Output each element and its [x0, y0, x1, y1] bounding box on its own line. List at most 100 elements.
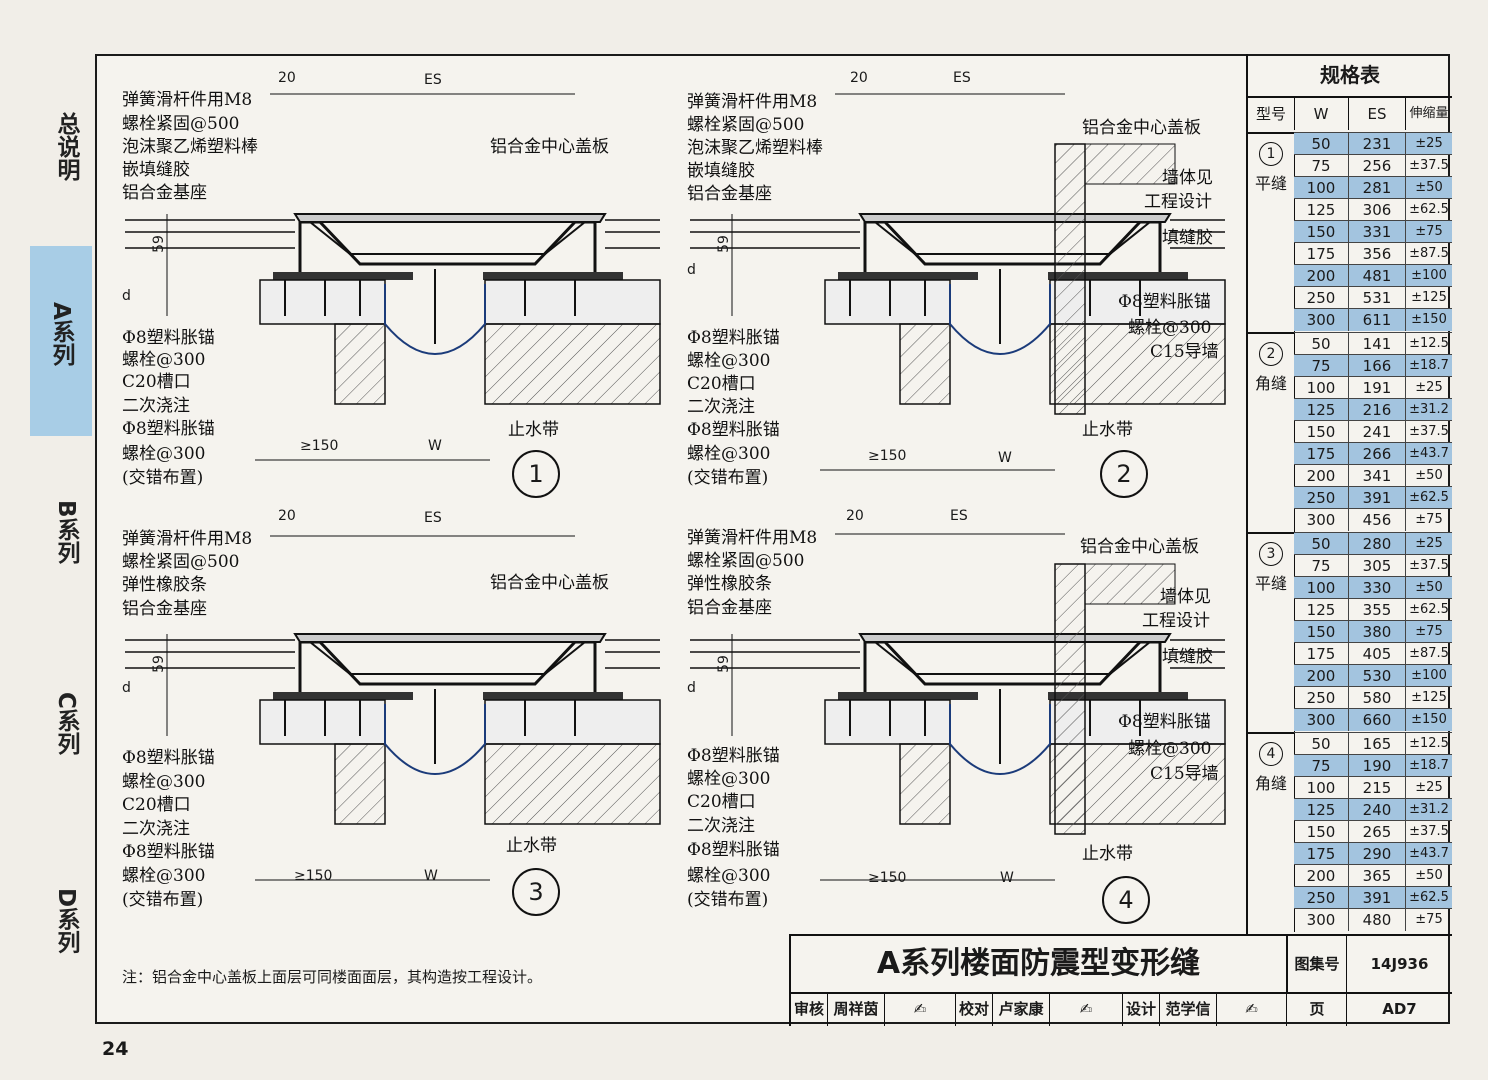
nav-series-d[interactable]: D系列: [40, 888, 92, 959]
label-wall-2: 工程设计: [1144, 192, 1212, 212]
cell-tolerance: ±62.5: [1409, 490, 1449, 505]
spec-header-w: W: [1294, 98, 1349, 130]
detail-number: 3: [512, 868, 560, 916]
cell-w: 125: [1294, 799, 1349, 821]
detail-2-graphic: [688, 143, 1227, 415]
label-anchor: Φ8塑料胀锚: [687, 328, 780, 348]
sheet-page-number: AD7: [1382, 1000, 1417, 1018]
cell-tolerance: ±62.5: [1409, 202, 1449, 217]
label-guide-wall: C15导墙: [1150, 342, 1219, 362]
nav-series-c[interactable]: C系列: [40, 692, 92, 761]
cell-tolerance: ±87.5: [1409, 246, 1449, 261]
cell-w: 200: [1294, 865, 1349, 887]
label-staggered: (交错布置): [122, 468, 204, 488]
group-name: 平缝: [1254, 174, 1287, 193]
cell-w: 300: [1294, 309, 1349, 331]
label-anchor: Φ8塑料胀锚: [122, 328, 215, 348]
label-wall-anchor: Φ8塑料胀锚: [1118, 712, 1211, 732]
cell-w: 100: [1294, 777, 1349, 799]
cell-es: 166: [1349, 355, 1406, 377]
cell-tolerance: ±100: [1411, 268, 1447, 283]
label-wall-bolt: 螺栓@300: [1128, 739, 1212, 759]
designer-name: 范学信: [1160, 994, 1217, 1026]
group-number: 2: [1259, 342, 1283, 366]
cell-tolerance: ±100: [1411, 668, 1447, 683]
label-anchor: Φ8塑料胀锚: [122, 748, 215, 768]
cell-w: 75: [1294, 155, 1349, 177]
cell-es: 580: [1349, 687, 1406, 709]
spec-header-es: ES: [1349, 98, 1406, 130]
group-name: 平缝: [1254, 574, 1287, 593]
cell-es: 391: [1349, 887, 1406, 909]
cell-tolerance: ±37.5: [1409, 158, 1449, 173]
cell-w: 75: [1294, 755, 1349, 777]
label-center-plate: 铝合金中心盖板: [1080, 537, 1199, 557]
dim-d: d: [122, 680, 131, 696]
label-second-pour: 二次浇注: [122, 396, 190, 416]
cell-tolerance: ±50: [1415, 868, 1443, 883]
nav-series-a[interactable]: A系列: [30, 246, 92, 436]
cell-w: 125: [1294, 399, 1349, 421]
nav-series-b[interactable]: B系列: [40, 500, 92, 570]
label-rubber-strip: 弹性橡胶条: [122, 575, 207, 595]
dim-d: d: [122, 288, 131, 304]
cell-w: 75: [1294, 355, 1349, 377]
atlas-number: 14J936: [1347, 936, 1452, 994]
detail-1-graphic: [123, 212, 662, 406]
cell-es: 611: [1349, 309, 1406, 331]
label-sealant: 嵌填缝胶: [687, 161, 755, 181]
label-c20: C20槽口: [122, 795, 191, 815]
spec-header-type: 型号: [1248, 98, 1295, 130]
label-wall-1: 墙体见: [1160, 587, 1211, 607]
label-fill-sealant: 填缝胶: [1162, 647, 1213, 667]
cell-es: 530: [1349, 665, 1406, 687]
label-fill-sealant: 填缝胶: [1162, 228, 1213, 248]
detail-number: 1: [512, 450, 560, 498]
label-base: 铝合金基座: [687, 598, 772, 618]
label-staggered: (交错布置): [687, 890, 769, 910]
cell-es: 355: [1349, 599, 1406, 621]
nav-c-label: C系列: [53, 692, 79, 755]
label-guide-wall: C15导墙: [1150, 764, 1219, 784]
cell-tolerance: ±150: [1411, 312, 1447, 327]
cell-es: 290: [1349, 843, 1406, 865]
cell-es: 215: [1349, 777, 1406, 799]
dim-es: ES: [953, 70, 971, 86]
dim-w: W: [998, 450, 1012, 466]
cell-tolerance: ±43.7: [1409, 446, 1449, 461]
cell-w: 125: [1294, 199, 1349, 221]
label-waterstop: 止水带: [1082, 844, 1133, 864]
label-base: 铝合金基座: [687, 184, 772, 204]
cell-tolerance: ±25: [1415, 780, 1443, 795]
detail-4-graphic: [688, 563, 1227, 835]
cell-w: 50: [1294, 333, 1349, 355]
label-anchor-2: Φ8塑料胀锚: [687, 840, 780, 860]
cell-tolerance: ±87.5: [1409, 646, 1449, 661]
cell-tolerance: ±125: [1411, 290, 1447, 305]
dim-20: 20: [850, 70, 868, 86]
nav-general-label: 总说明: [53, 112, 79, 181]
dim-59: 59: [150, 655, 167, 673]
label-bolt-500: 螺栓紧固@500: [122, 552, 240, 572]
cell-w: 175: [1294, 643, 1349, 665]
cell-es: 165: [1349, 733, 1406, 755]
dim-ge150: ≥150: [300, 438, 339, 454]
cell-tolerance: ±31.2: [1409, 802, 1449, 817]
cell-tolerance: ±75: [1415, 912, 1443, 927]
nav-general-notes[interactable]: 总说明: [40, 112, 92, 187]
cell-tolerance: ±12.5: [1409, 736, 1449, 751]
